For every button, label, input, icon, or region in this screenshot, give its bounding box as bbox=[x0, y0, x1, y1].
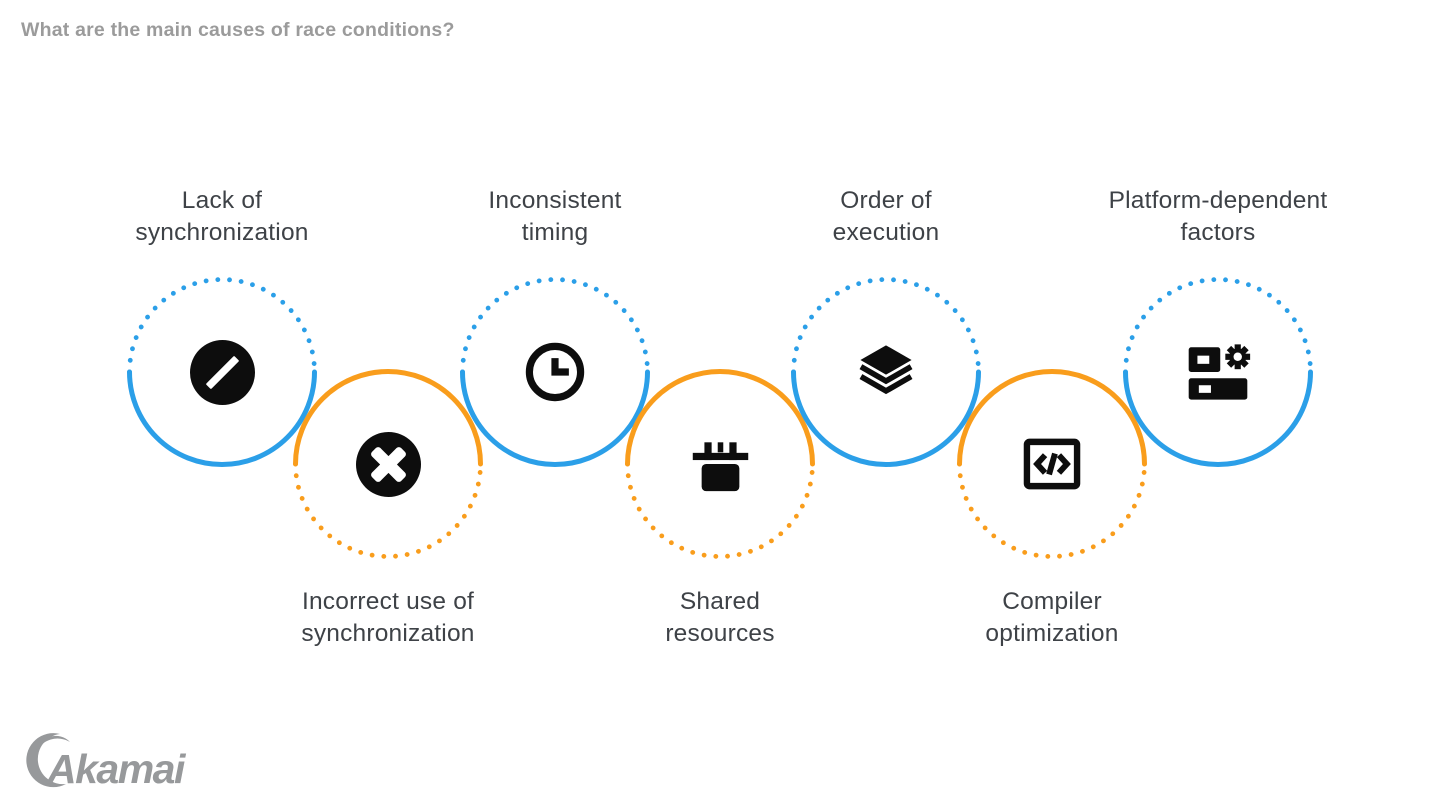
circle-node bbox=[620, 364, 820, 564]
layers-icon bbox=[859, 345, 913, 395]
code-icon bbox=[1023, 438, 1081, 490]
item-label: Compiler optimization bbox=[985, 588, 1119, 647]
item-label: Order of execution bbox=[832, 187, 940, 246]
circle-node bbox=[1118, 272, 1318, 472]
akamai-logo: Akamai bbox=[16, 724, 246, 808]
item-label: Platform-dependent factors bbox=[1108, 187, 1328, 246]
dotted-solid-ring bbox=[791, 277, 981, 467]
clock-icon bbox=[525, 342, 585, 402]
item-label: Lack of synchronization bbox=[135, 187, 309, 246]
item-label: Inconsistent timing bbox=[488, 187, 622, 246]
akamai-crescent-icon bbox=[26, 733, 70, 788]
cross-icon bbox=[355, 431, 421, 497]
circle-node bbox=[952, 364, 1152, 564]
dotted-solid-ring bbox=[1123, 277, 1313, 467]
slash-icon bbox=[189, 339, 255, 405]
circle-node bbox=[786, 272, 986, 472]
circle-node bbox=[122, 272, 322, 472]
platform-gear-icon bbox=[1188, 344, 1251, 400]
page-title: What are the main causes of race conditi… bbox=[21, 19, 455, 41]
dotted-solid-ring bbox=[625, 369, 815, 559]
sink-icon bbox=[692, 441, 748, 491]
item-label: Shared resources bbox=[665, 588, 775, 647]
dotted-solid-ring bbox=[293, 369, 483, 559]
dotted-solid-ring bbox=[957, 369, 1147, 559]
dotted-solid-ring bbox=[127, 277, 317, 467]
akamai-logo-text: Akamai bbox=[47, 746, 185, 792]
dotted-solid-ring bbox=[460, 277, 650, 467]
circle-node bbox=[288, 364, 488, 564]
item-label: Incorrect use of synchronization bbox=[301, 588, 475, 647]
circle-node bbox=[455, 272, 655, 472]
